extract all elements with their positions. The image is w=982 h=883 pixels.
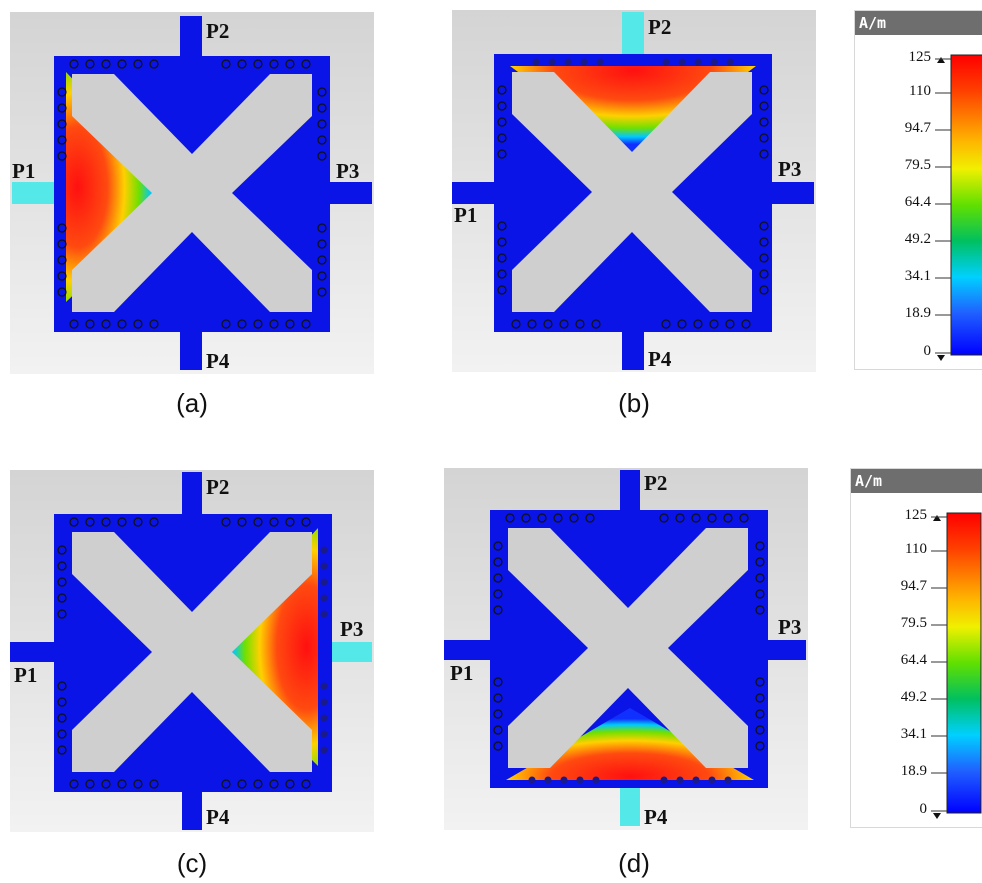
caption-c: (c) [176,848,208,878]
scale-tick: 94.7 [900,578,927,594]
caption-d: (d) [618,848,650,878]
min-arrow-icon [933,813,941,819]
color-bar [946,512,982,814]
field-panel-c: P2 P4 P1 P3 [10,470,374,832]
caption-b: (b) [618,388,650,418]
max-arrow-icon [933,515,941,521]
via-row [497,85,769,329]
color-scale-top: A/m 125 110 94.7 79.5 64.4 49.2 34.1 18.… [854,10,982,370]
scale-tick: 0 [919,801,928,817]
scale-tick: 110 [909,83,931,99]
port-label-p2: P2 [648,15,671,39]
scale-tick: 18.9 [904,305,931,321]
scale-tick: 64.4 [900,652,927,668]
scale-tick: 79.5 [900,615,927,631]
port-label-p3: P3 [778,615,801,639]
cross-junction [72,532,312,772]
port-label-p4: P4 [206,349,230,373]
port-label-p3: P3 [336,159,359,183]
caption-a: (a) [176,388,208,418]
min-arrow-icon [937,355,945,361]
port-label-p4: P4 [206,805,230,829]
color-bar [950,54,982,356]
via-row-hot [528,776,732,784]
port-label-p4: P4 [648,347,672,371]
port-label-p1: P1 [12,159,35,183]
cross-junction [72,74,312,312]
via-row [493,513,765,751]
port-label-p1: P1 [454,203,477,227]
port-label-p2: P2 [206,475,229,499]
scale-tick: 49.2 [900,689,927,705]
via-row-hot [532,58,734,66]
scale-tick: 110 [905,541,927,557]
field-panel-b: P2 P4 P1 P3 [452,10,816,372]
scale-tick: 49.2 [904,231,931,247]
scale-tick: 18.9 [900,763,927,779]
max-arrow-icon [937,57,945,63]
cross-junction [512,72,752,312]
scale-tick: 34.1 [904,268,931,284]
field-panel-d: P2 P4 P1 P3 [444,468,808,830]
cross-junction [508,528,748,768]
color-scale-unit: A/m [855,11,982,35]
field-panel-a: P2 P4 P1 P3 [10,12,374,374]
scale-tick: 94.7 [904,120,931,136]
scale-tick: 125 [908,49,932,65]
port-label-p3: P3 [778,157,801,181]
color-scale-unit: A/m [851,469,982,493]
port-label-p1: P1 [450,661,473,685]
port-label-p2: P2 [644,471,667,495]
via-row [57,59,327,329]
scale-tick: 0 [923,343,932,359]
port-label-p3: P3 [340,617,363,641]
port-label-p1: P1 [14,663,37,687]
color-scale-bottom: A/m 125 110 94.7 79.5 64.4 49.2 34.1 18.… [850,468,982,828]
field-hotspot [506,708,754,780]
scale-tick: 64.4 [904,194,931,210]
via-row-hot [320,546,328,754]
scale-tick: 79.5 [904,157,931,173]
via-row [57,517,311,789]
scale-tick: 125 [904,507,928,523]
port-label-p2: P2 [206,19,229,43]
port-label-p4: P4 [644,805,668,829]
scale-tick: 34.1 [900,726,927,742]
